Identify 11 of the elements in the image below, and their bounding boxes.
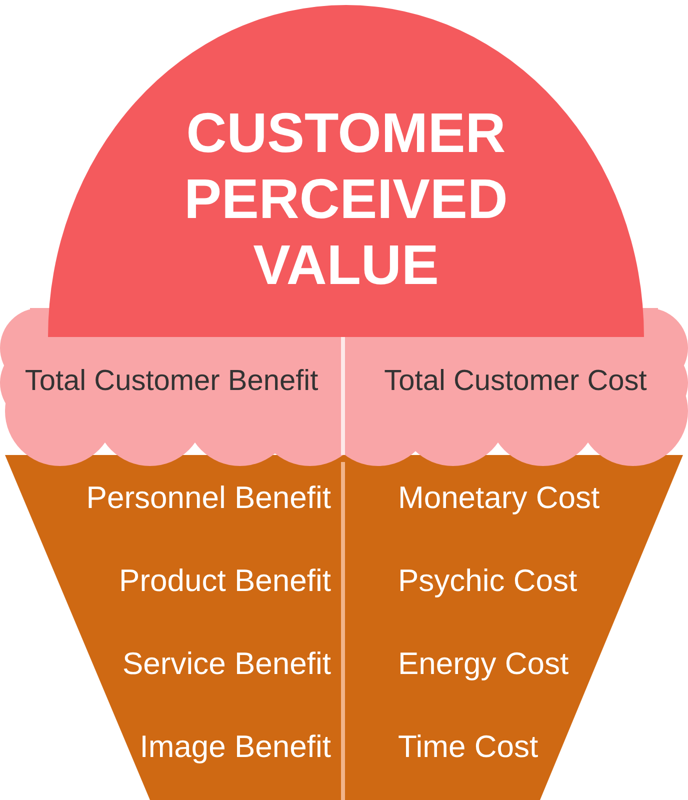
list-item: Energy Cost [398, 645, 570, 683]
list-item: Personnel Benefit [85, 479, 331, 517]
list-item: Service Benefit [122, 645, 331, 683]
list-item: Image Benefit [138, 728, 331, 766]
list-item: Time Cost [398, 728, 540, 766]
category-label: Total Customer Benefit [24, 364, 320, 399]
list-item: Monetary Cost [398, 479, 601, 517]
category-label: Total Customer Cost [383, 364, 648, 399]
list-item: Psychic Cost [398, 562, 578, 600]
list-item: Product Benefit [118, 562, 331, 600]
dome-label: CUSTOMER PERCEIVED VALUE [183, 100, 509, 298]
